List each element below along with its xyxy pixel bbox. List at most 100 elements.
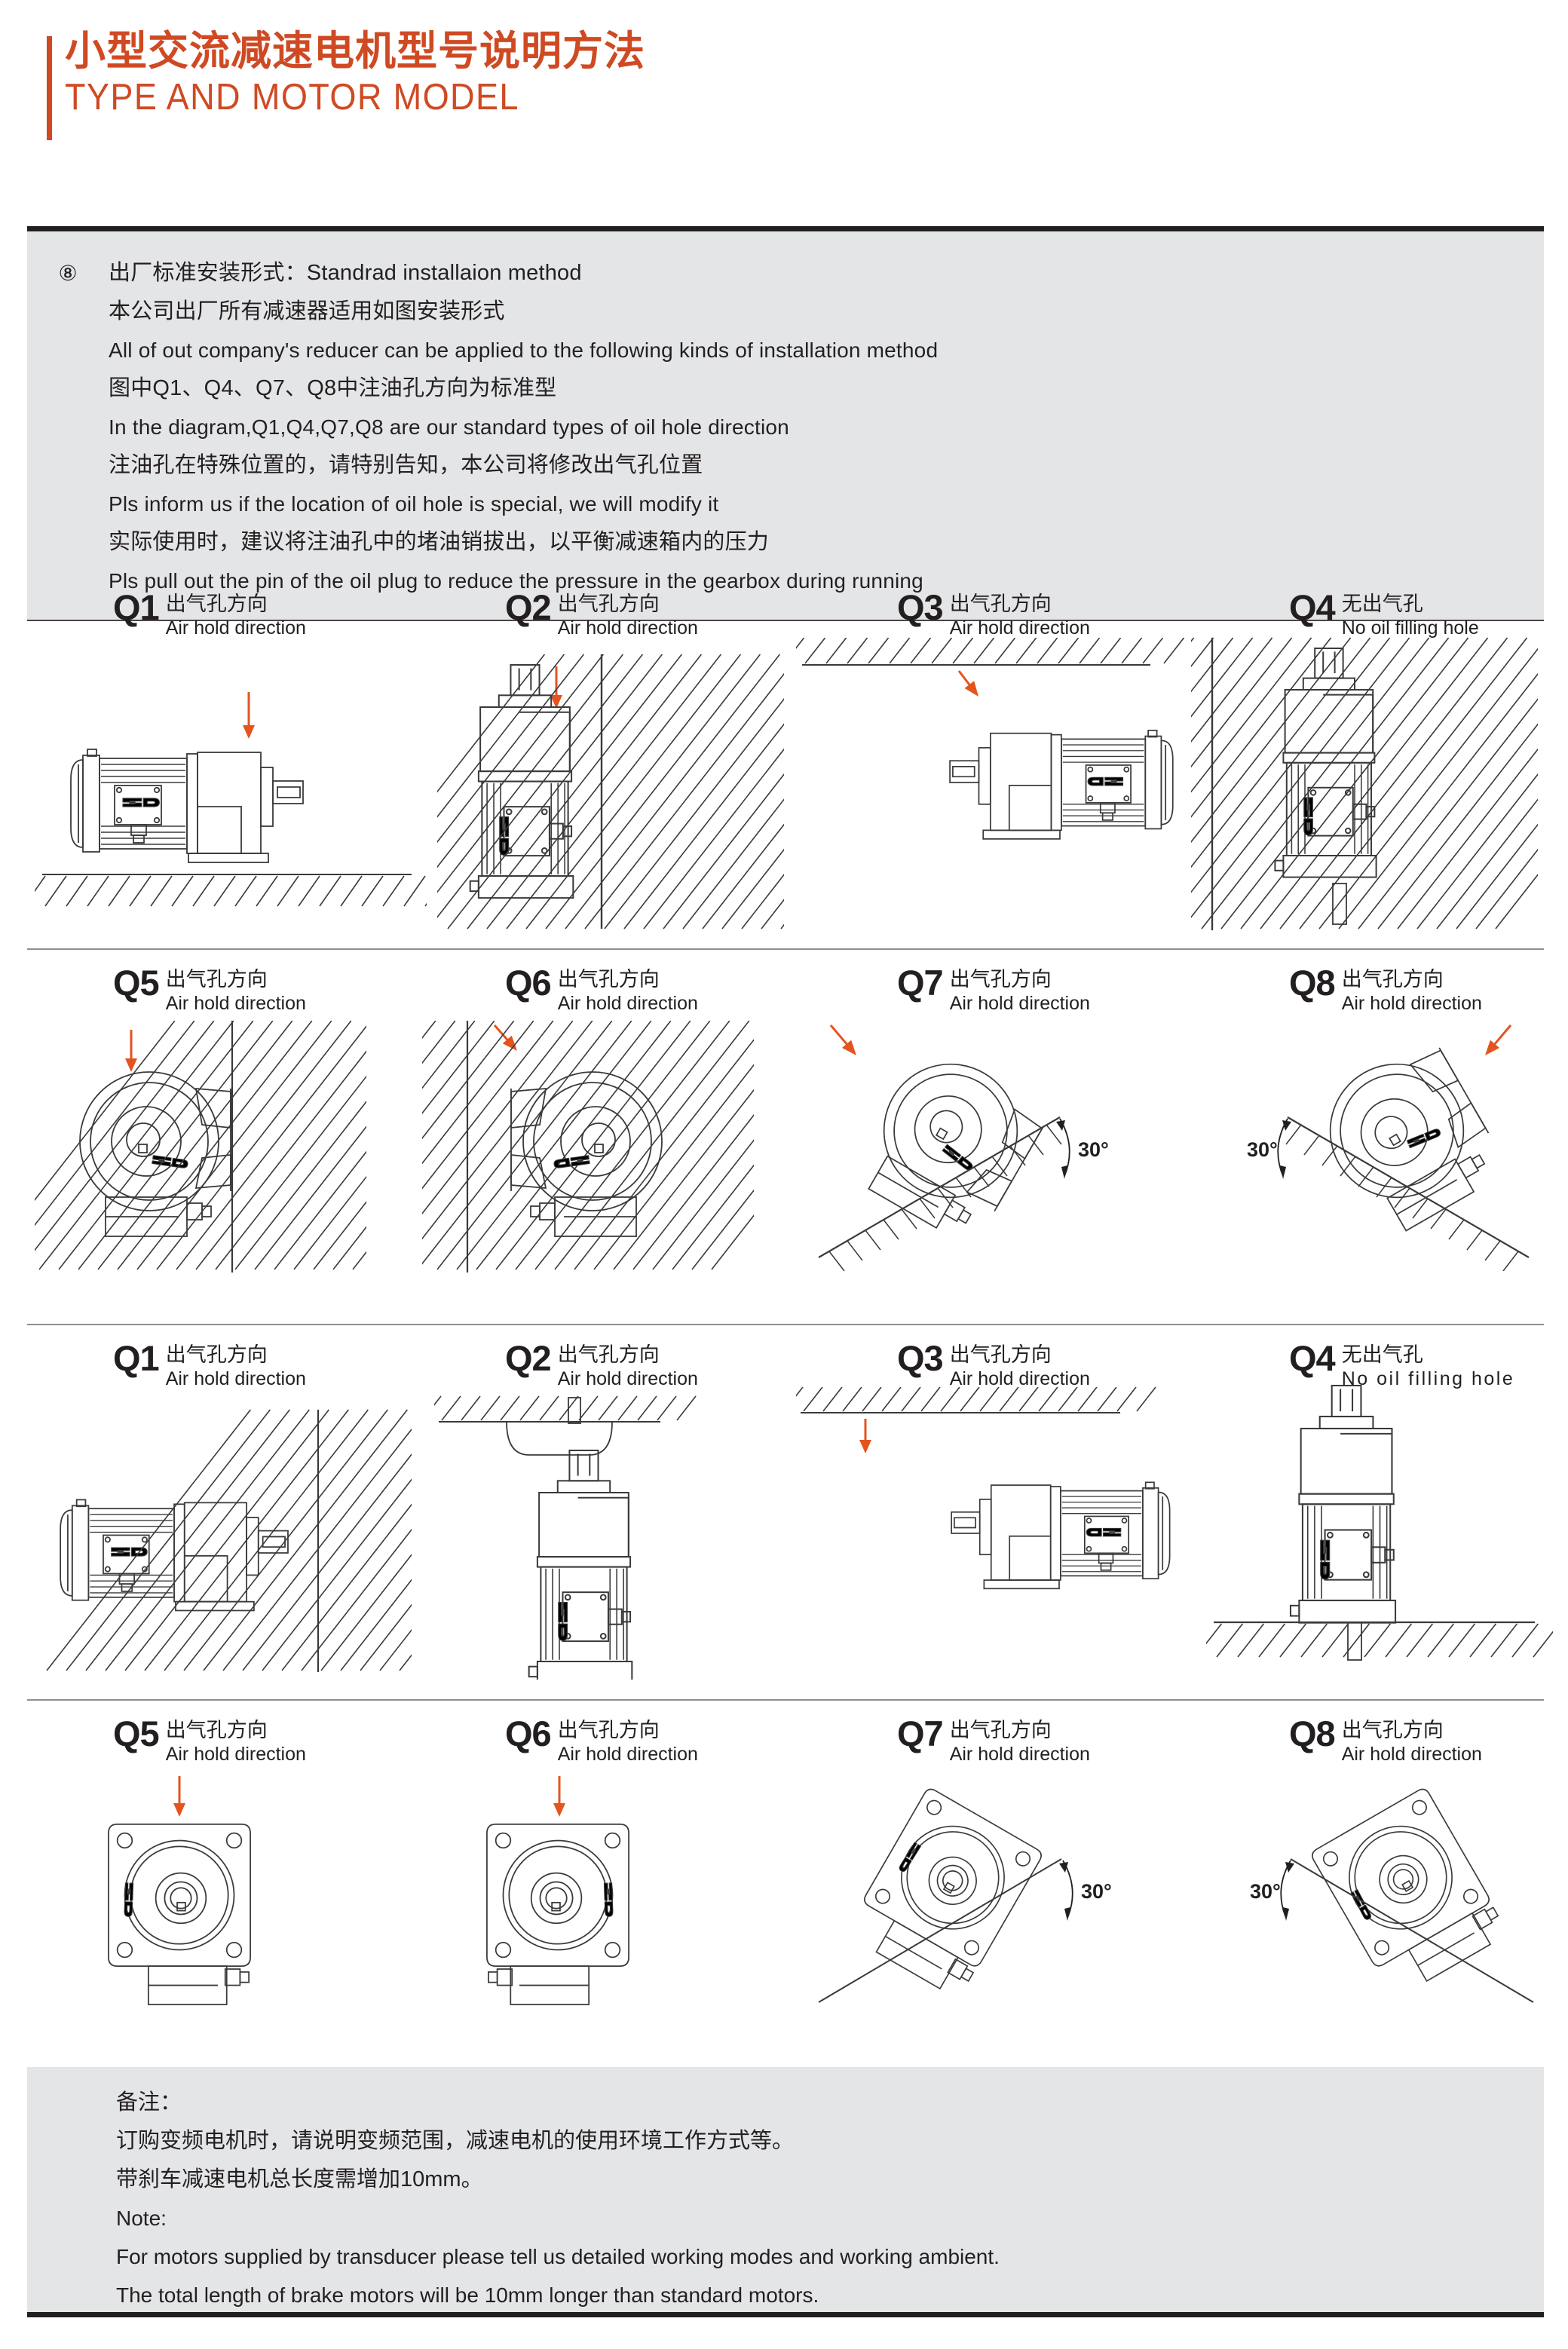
- diagram-label-cn: 出气孔方向: [165, 1343, 268, 1366]
- page-title-cn: 小型交流减速电机型号说明方法: [65, 29, 645, 74]
- diagram-label-en: Air hold direction: [1341, 1744, 1482, 1765]
- gear-motor-face-round: [1329, 1047, 1490, 1232]
- footer-note-line: 带刹车减速电机总长度需增加10mm。: [116, 2167, 483, 2191]
- zd-logo-mark: [124, 1882, 134, 1917]
- diagram-q5b-square: [108, 1776, 251, 2005]
- air-hole-arrow: [859, 1419, 871, 1453]
- angle-annotation: 30°: [1059, 1860, 1112, 1921]
- diagram-label-cn: 出气孔方向: [165, 593, 268, 615]
- diagram-code: Q1: [113, 1338, 160, 1378]
- diagram-code: Q7: [897, 1714, 944, 1753]
- hatch-band: [422, 1021, 754, 1270]
- diagram-q7-incline: 30°: [818, 1024, 1109, 1271]
- diagram-code: Q8: [1289, 963, 1336, 1003]
- diagram-q8b-square: 30°: [1250, 1788, 1534, 2003]
- diagram-q5-face: [35, 1021, 366, 1273]
- motor-illustration-flange-vertical-ceiling: [392, 1324, 784, 1699]
- page-header: 小型交流减速电机型号说明方法 TYPE AND MOTOR MODEL: [47, 29, 645, 140]
- zd-logo-mark: [1303, 797, 1313, 836]
- footer-note-line: 订购变频电机时，请说明变频范围，减速电机的使用环境工作方式等。: [116, 2129, 795, 2153]
- intro-line: All of out company's reducer can be appl…: [109, 338, 939, 362]
- angle-annotation: 30°: [1056, 1118, 1109, 1179]
- gear-motor-body-vertical: [1289, 1384, 1397, 1624]
- diagram-code: Q2: [505, 587, 552, 627]
- diagram-label-cn: 无出气孔: [1341, 593, 1423, 615]
- air-hole-arrow: [125, 1030, 137, 1072]
- footer-note-panel: 备注：订购变频电机时，请说明变频范围，减速电机的使用环境工作方式等。带刹车减速电…: [27, 2067, 1544, 2317]
- diagram-label-cn: 无出气孔: [1341, 1343, 1423, 1366]
- gear-motor-face-square: [108, 1824, 251, 2005]
- motor-illustration-vertical-wall-right: [392, 573, 784, 948]
- diagram-label-cn: 出气孔方向: [557, 1719, 660, 1741]
- hatch-band: [796, 1387, 1156, 1412]
- gear-motor-body-vertical: [528, 1449, 633, 1680]
- diagram-label-cn: 出气孔方向: [557, 1343, 660, 1366]
- zd-logo-mark: [553, 1155, 590, 1168]
- hatch-band: [1206, 1623, 1553, 1658]
- diagram-label-en: Air hold direction: [165, 993, 306, 1014]
- air-hole-arrow: [957, 670, 978, 697]
- diagram-label-cn: 出气孔方向: [949, 968, 1052, 991]
- motor-illustration-round-face-wall-right: [0, 948, 392, 1324]
- diagram-q2-wall: [437, 654, 784, 929]
- diagram-q1b-flange: [46, 1409, 412, 1672]
- motor-illustration-round-face-incline-left: 30°: [1176, 948, 1568, 1324]
- gear-motor-body: [951, 1481, 1171, 1590]
- intro-marker: ⑧: [58, 262, 78, 285]
- zd-logo-mark: [603, 1882, 614, 1917]
- diagram-label-en: Air hold direction: [557, 617, 698, 639]
- diagram-label-cn: 出气孔方向: [165, 1719, 268, 1741]
- header-accent-bar: [47, 36, 52, 140]
- diagram-code: Q5: [113, 963, 160, 1003]
- footer-note-line: The total length of brake motors will be…: [116, 2283, 819, 2307]
- diagram-label-en: Air hold direction: [1341, 993, 1482, 1014]
- diagram-q6-face: [422, 1021, 754, 1273]
- motor-illustration-square-flange-face: [0, 1699, 392, 2075]
- diagram-label-cn: 出气孔方向: [949, 1343, 1052, 1366]
- diagram-label-cn: 出气孔方向: [949, 593, 1052, 615]
- motor-illustration-vertical-wall-left: [1176, 573, 1568, 948]
- diagram-label-en: Air hold direction: [949, 993, 1090, 1014]
- intro-line: Pls inform us if the location of oil hol…: [109, 492, 719, 516]
- footer-note-line: For motors supplied by transducer please…: [116, 2245, 1000, 2268]
- diagram-label-cn: 出气孔方向: [949, 1719, 1052, 1741]
- motor-illustration-square-flange-face-2: [392, 1699, 784, 2075]
- diagram-label-cn: 出气孔方向: [557, 968, 660, 991]
- air-hole-arrow: [553, 1776, 565, 1817]
- motor-illustration-round-face-incline-right: 30°: [784, 948, 1176, 1324]
- diagram-code: Q3: [897, 587, 944, 627]
- zd-logo-mark: [111, 1547, 148, 1557]
- angle-label: 30°: [1081, 1880, 1112, 1903]
- zd-logo-mark: [942, 1144, 973, 1171]
- diagram-q1-floor: [35, 692, 427, 907]
- diagram-code: Q4: [1289, 587, 1336, 627]
- page-title-en: TYPE AND MOTOR MODEL: [65, 76, 519, 118]
- diagram-q6b-square: [486, 1776, 629, 2005]
